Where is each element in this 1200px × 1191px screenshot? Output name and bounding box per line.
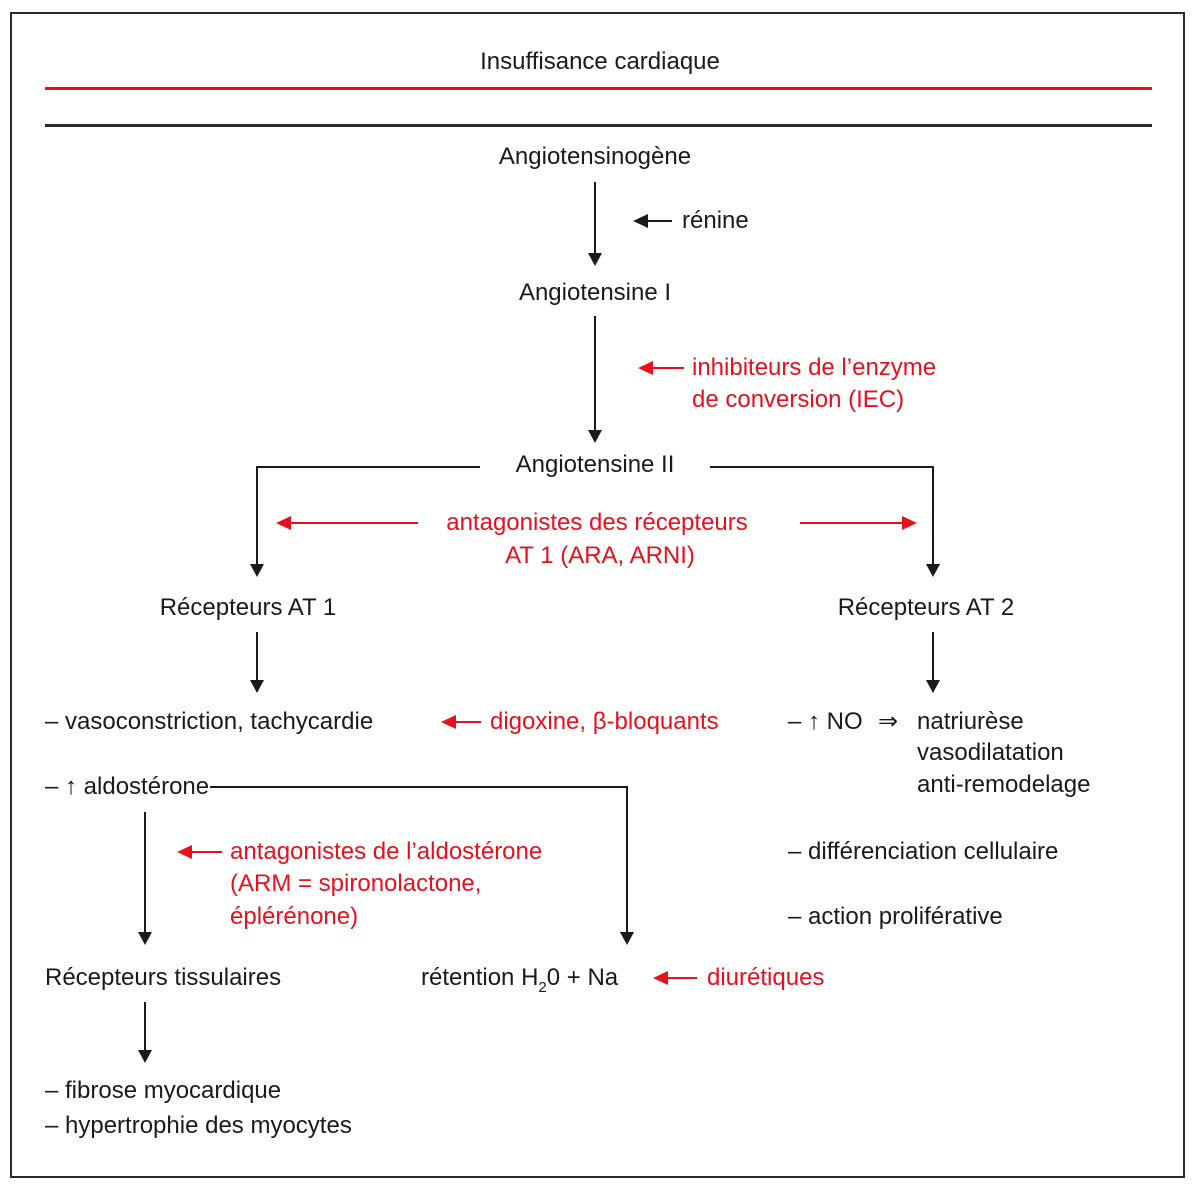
- arrow-line: [144, 812, 146, 932]
- retention-subscript: 2: [538, 979, 547, 996]
- node-retention: rétention H20 + Na: [421, 964, 619, 995]
- arrow-line: [289, 522, 418, 524]
- page-title: Insuffisance cardiaque: [480, 48, 720, 75]
- arrowhead-down-icon: [588, 430, 602, 443]
- title-underline-red: [45, 87, 1152, 90]
- arrow-line: [144, 1002, 146, 1050]
- node-recepteurs-tissulaires: Récepteurs tissulaires: [45, 964, 282, 991]
- arrowhead-down-icon: [138, 932, 152, 945]
- arrowhead-left-icon: [653, 971, 668, 985]
- node-angiotensine2: Angiotensine II: [515, 451, 675, 478]
- arrowhead-down-icon: [250, 680, 264, 693]
- arrow-line: [651, 367, 684, 369]
- arrow-line: [190, 851, 222, 853]
- label-iec-line2: de conversion (IEC): [692, 386, 905, 413]
- arrowhead-left-icon: [441, 715, 456, 729]
- label-differenciation: – différenciation cellulaire: [788, 838, 1059, 865]
- arrow-line: [210, 786, 627, 788]
- arrowhead-down-icon: [926, 564, 940, 577]
- arrowhead-left-icon: [276, 516, 291, 530]
- label-aldosterone: – ↑ aldostérone: [45, 773, 210, 800]
- diagram-border: [10, 12, 1185, 1178]
- arrow-line: [454, 721, 481, 723]
- label-aldo-antagonistes-line2: (ARM = spironolactone,: [230, 870, 482, 897]
- arrowhead-left-icon: [638, 361, 653, 375]
- label-anti-remodelage: anti-remodelage: [917, 771, 1091, 798]
- label-hypertrophie: – hypertrophie des myocytes: [45, 1112, 352, 1139]
- arrowhead-down-icon: [588, 253, 602, 266]
- arrow-line: [710, 466, 934, 468]
- label-action-proliferative: – action proliférative: [788, 903, 1003, 930]
- arrow-line: [626, 786, 628, 932]
- label-aldo-antagonistes-line3: éplérénone): [230, 903, 359, 930]
- label-renine: rénine: [682, 207, 749, 234]
- arrow-line: [800, 522, 902, 524]
- arrowhead-left-icon: [633, 214, 648, 228]
- arrowhead-left-icon: [177, 845, 192, 859]
- retention-text-end: 0 + Na: [546, 964, 619, 991]
- label-antagonistes-line2: AT 1 (ARA, ARNI): [505, 542, 695, 569]
- label-digoxine: digoxine, β-bloquants: [490, 708, 719, 735]
- arrow-line: [257, 466, 480, 468]
- label-aldo-antagonistes-line1: antagonistes de l’aldostérone: [230, 838, 543, 865]
- arrow-line: [932, 632, 934, 680]
- node-recepteurs-at1: Récepteurs AT 1: [159, 594, 337, 621]
- implies-arrow-icon: ⇒: [878, 708, 899, 735]
- arrowhead-right-icon: [902, 516, 917, 530]
- arrowhead-down-icon: [620, 932, 634, 945]
- arrow-line: [256, 632, 258, 680]
- node-angiotensinogene: Angiotensinogène: [498, 143, 692, 170]
- arrow-line: [932, 466, 934, 564]
- node-recepteurs-at2: Récepteurs AT 2: [837, 594, 1015, 621]
- arrow-line: [594, 182, 596, 253]
- arrow-line: [594, 316, 596, 430]
- label-antagonistes-line1: antagonistes des récepteurs: [446, 509, 748, 536]
- label-vasoconstriction: – vasoconstriction, tachycardie: [45, 708, 374, 735]
- arrow-line: [646, 220, 672, 222]
- arrowhead-down-icon: [926, 680, 940, 693]
- label-vasodilatation: vasodilatation: [917, 739, 1064, 766]
- node-angiotensine1: Angiotensine I: [518, 279, 672, 306]
- label-iec-line1: inhibiteurs de l’enzyme: [692, 354, 937, 381]
- arrowhead-down-icon: [138, 1050, 152, 1063]
- label-no: – ↑ NO: [788, 708, 863, 735]
- label-diuretiques: diurétiques: [707, 964, 825, 991]
- label-fibrose: – fibrose myocardique: [45, 1077, 282, 1104]
- arrowhead-down-icon: [250, 564, 264, 577]
- header-divider: [45, 124, 1152, 127]
- label-natriurese: natriurèse: [917, 708, 1024, 735]
- retention-text: rétention H: [421, 964, 539, 991]
- arrow-line: [256, 466, 258, 564]
- arrow-line: [666, 977, 697, 979]
